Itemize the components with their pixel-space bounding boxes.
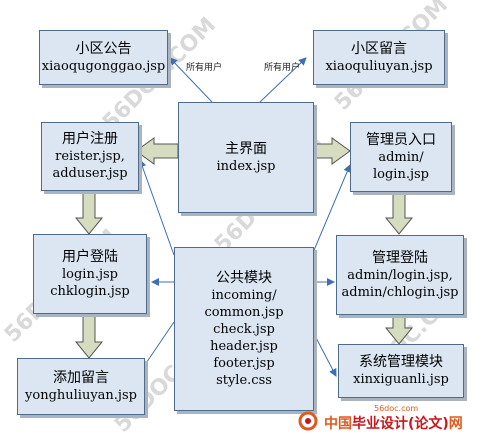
- box-file: footer.jsp: [213, 355, 275, 371]
- arrow-common-to-admin-entry: [311, 164, 351, 256]
- box-title: 小区公告: [75, 40, 132, 57]
- admin-login-box: 管理登陆 admin/login.jsp, admin/chlogin.jsp: [336, 235, 464, 315]
- logo-brand-suffix: 网: [448, 416, 463, 432]
- logo-brand-main: 毕业设计: [352, 416, 408, 432]
- box-file: incoming/: [211, 287, 277, 303]
- arrow-main-to-notice: [169, 57, 213, 103]
- box-file: chklogin.jsp: [50, 283, 130, 299]
- box-file: adduser.jsp: [52, 166, 128, 181]
- logo-site-text: 56doc.com: [374, 404, 419, 413]
- system-admin-box: 系统管理模块 xinxiguanli.jsp: [338, 344, 464, 398]
- box-file: admin/login.jsp,: [347, 267, 453, 283]
- box-file: xinxiguanli.jsp: [353, 372, 449, 387]
- arrow-main-to-message-board: [259, 57, 307, 103]
- swirl-logo-icon: [298, 411, 318, 431]
- box-file: check.jsp: [213, 321, 275, 337]
- notice-box: 小区公告 xiaoqugonggao.jsp: [39, 30, 168, 85]
- logo-brand-paren: (论文): [408, 416, 449, 432]
- logo-brand-text: 中国毕业设计(论文)网: [324, 413, 463, 433]
- main-page-box: 主界面 index.jsp: [178, 102, 314, 213]
- arrow-common-to-register: [138, 159, 175, 256]
- box-file: reister.jsp,: [55, 149, 125, 164]
- message-board-box: 小区留言 xiaoquliuyan.jsp: [313, 30, 445, 85]
- register-box: 用户注册 reister.jsp, adduser.jsp: [41, 122, 139, 191]
- edge-label-all-users: 所有用户: [264, 63, 301, 73]
- user-login-box: 用户登陆 login.jsp chklogin.jsp: [33, 234, 147, 314]
- box-title: 公共模块: [216, 269, 272, 286]
- thick-arrow-register-to-user-login: [74, 188, 104, 235]
- box-title: 用户注册: [62, 131, 118, 147]
- box-title: 系统管理模块: [359, 354, 443, 370]
- box-file: yonghuliuyan.jsp: [25, 387, 137, 403]
- thick-arrow-admin-entry-to-admin-login: [384, 189, 414, 235]
- box-file: admin/chlogin.jsp: [341, 284, 459, 300]
- site-logo: 56doc.com 中国毕业设计(论文)网: [288, 404, 484, 434]
- box-title: 主界面: [225, 140, 267, 157]
- box-file: style.css: [216, 372, 272, 388]
- box-file: xiaoqugonggao.jsp: [41, 58, 166, 74]
- box-file: admin/: [378, 149, 424, 165]
- box-file: login.jsp: [62, 266, 118, 282]
- thick-arrow-admin-login-to-system-admin: [384, 312, 414, 345]
- box-file: common.jsp: [204, 304, 284, 320]
- thick-arrow-main-to-register: [135, 137, 179, 165]
- box-file: login.jsp: [373, 166, 429, 182]
- box-file: index.jsp: [216, 158, 276, 174]
- thick-arrow-main-to-admin-entry: [311, 137, 351, 165]
- box-title: 管理员入口: [366, 131, 436, 148]
- box-title: 管理登陆: [372, 249, 428, 266]
- box-title: 添加留言: [53, 369, 109, 386]
- box-title: 小区留言: [351, 40, 407, 57]
- arrow-common-to-system-admin: [311, 329, 337, 377]
- logo-brand-prefix: 中国: [324, 416, 352, 432]
- common-module-box: 公共模块 incoming/ common.jsp check.jsp head…: [174, 247, 314, 411]
- add-message-box: 添加留言 yonghuliuyan.jsp: [17, 358, 145, 415]
- box-title: 用户登陆: [62, 248, 118, 265]
- thick-arrow-user-login-to-add-message: [74, 311, 104, 359]
- admin-entry-box: 管理员入口 admin/ login.jsp: [350, 122, 452, 192]
- box-file: xiaoquliuyan.jsp: [325, 58, 433, 74]
- arrow-common-to-add-message: [139, 321, 175, 373]
- box-file: header.jsp: [210, 338, 278, 354]
- edge-label-all-users: 所有用户: [186, 63, 223, 73]
